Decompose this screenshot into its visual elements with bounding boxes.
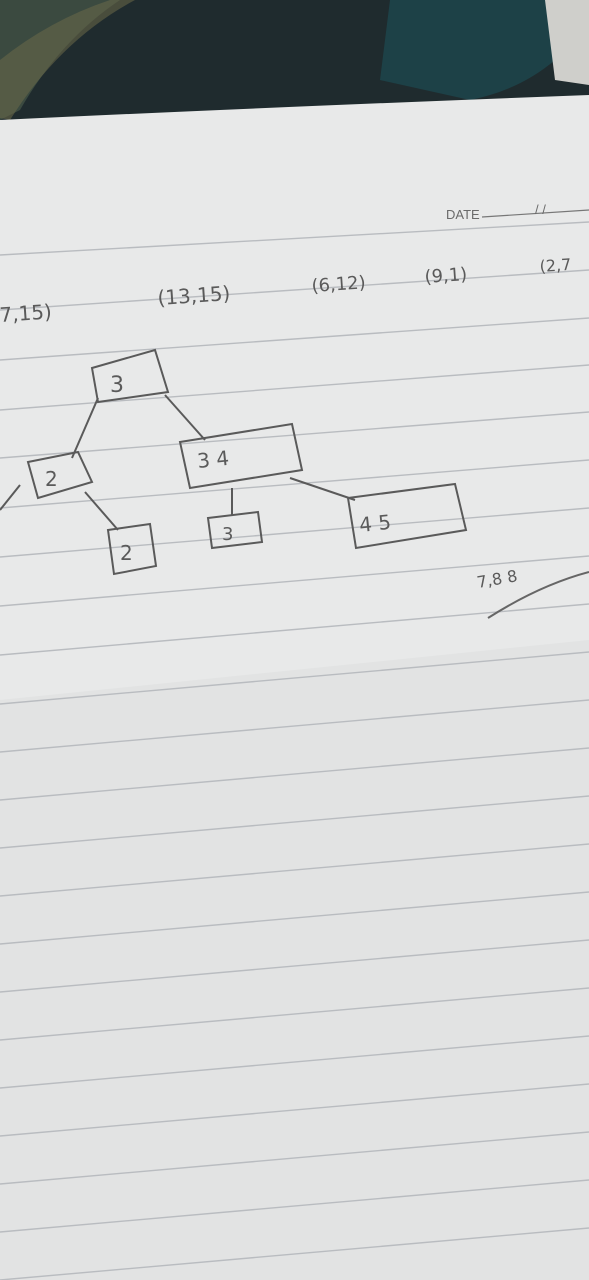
tree-labels: 3 2 2 3 4 3 4 5 bbox=[45, 373, 392, 565]
pair-3: (6,12) bbox=[311, 272, 366, 297]
right-label: 3 4 bbox=[196, 446, 230, 473]
pair-1: 7,15) bbox=[0, 299, 53, 327]
date-label: DATE bbox=[446, 207, 480, 222]
right-child-b-label: 4 5 bbox=[358, 510, 392, 537]
right-child-a-node bbox=[206, 510, 264, 550]
root-node bbox=[90, 348, 170, 404]
root-label: 3 bbox=[110, 373, 124, 398]
date-slashes: / / bbox=[535, 202, 546, 217]
date-header: DATE / / bbox=[446, 202, 589, 222]
pair-2: (13,15) bbox=[157, 281, 231, 310]
right-child-a-label: 3 bbox=[222, 524, 233, 545]
paper-sheet bbox=[0, 95, 589, 1280]
pair-5: (2,7 bbox=[539, 255, 572, 276]
right-child-b-node bbox=[346, 482, 468, 550]
right-node bbox=[178, 422, 304, 490]
coordinate-pairs: 7,15) (13,15) (6,12) (9,1) (2,7 bbox=[0, 255, 572, 327]
left-child-node bbox=[106, 522, 158, 576]
pair-4: (9,1) bbox=[424, 264, 468, 288]
tree-diagram bbox=[0, 348, 468, 576]
left-node bbox=[26, 450, 94, 500]
left-label: 2 bbox=[45, 467, 58, 491]
left-child-label: 2 bbox=[120, 541, 133, 565]
